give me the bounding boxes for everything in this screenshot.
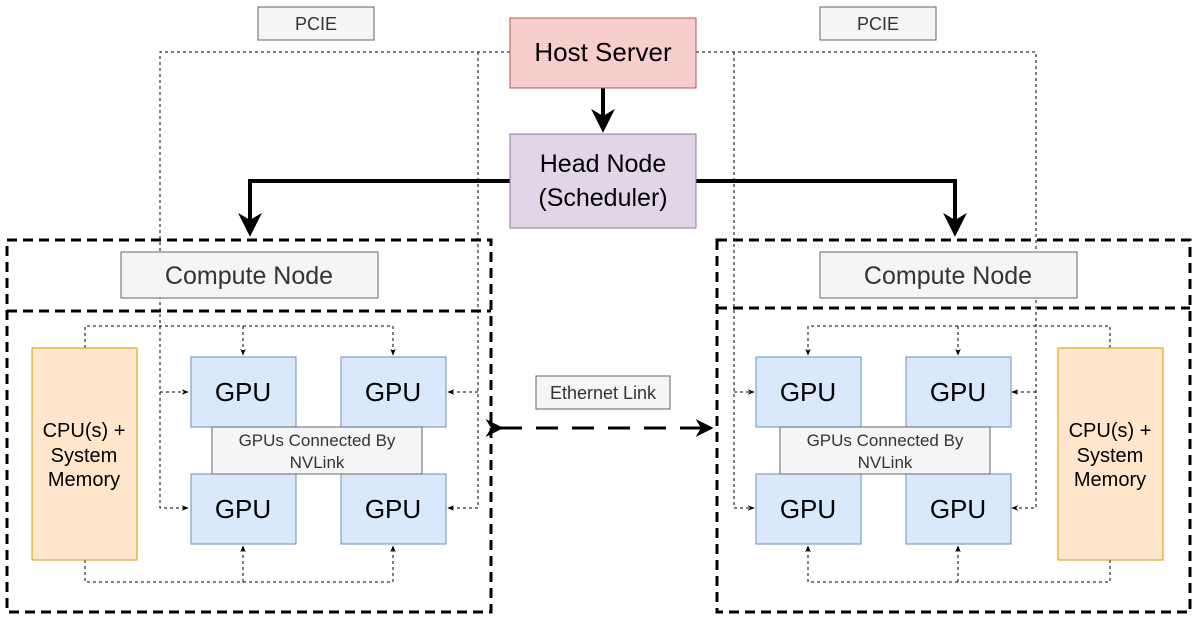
pcie-label-right: PCIE: [819, 6, 937, 41]
svg-text:GPUs Connected By: GPUs Connected By: [807, 431, 964, 450]
nvlink-label-right: GPUs Connected By NVLink: [779, 426, 991, 475]
host-server-box: Host Server: [509, 17, 697, 89]
svg-text:GPU: GPU: [930, 494, 986, 524]
svg-text:GPU: GPU: [780, 494, 836, 524]
head-to-compute-arrows: [238, 179, 967, 237]
svg-text:PCIE: PCIE: [295, 14, 337, 34]
head-node-box: Head Node (Scheduler): [509, 133, 697, 229]
compute-node-label-right: Compute Node: [819, 251, 1078, 299]
svg-text:GPU: GPU: [930, 377, 986, 407]
compute-node-left-container: [5, 238, 493, 614]
pcie-label-left: PCIE: [257, 6, 375, 41]
svg-text:(Scheduler): (Scheduler): [538, 184, 667, 212]
cpu-gpu-connectors-right: [805, 325, 1111, 583]
compute-node-label-left: Compute Node: [120, 251, 379, 299]
cpu-gpu-connectors-left: [84, 325, 396, 583]
svg-text:NVLink: NVLink: [858, 453, 913, 472]
svg-text:PCIE: PCIE: [857, 14, 899, 34]
svg-text:Ethernet Link: Ethernet Link: [550, 383, 657, 403]
gpu-box: GPU: [755, 356, 862, 428]
svg-text:CPU(s) +: CPU(s) +: [1069, 420, 1152, 442]
svg-text:System: System: [51, 445, 118, 467]
gpu-box: GPU: [190, 473, 297, 545]
svg-text:GPU: GPU: [365, 377, 421, 407]
svg-text:GPU: GPU: [780, 377, 836, 407]
svg-text:System: System: [1077, 445, 1144, 467]
compute-node-right-container: [715, 238, 1192, 614]
gpu-box: GPU: [190, 356, 297, 428]
svg-text:GPUs Connected By: GPUs Connected By: [239, 431, 396, 450]
gpu-box: GPU: [340, 356, 447, 428]
gpu-box: GPU: [905, 356, 1012, 428]
svg-text:Compute Node: Compute Node: [165, 262, 333, 290]
gpu-box: GPU: [755, 473, 862, 545]
svg-text:GPU: GPU: [215, 377, 271, 407]
svg-text:Memory: Memory: [48, 469, 120, 491]
svg-text:Compute Node: Compute Node: [864, 262, 1032, 290]
pcie-connectors-right: [696, 51, 1037, 511]
gpu-box: GPU: [905, 473, 1012, 545]
svg-text:Head Node: Head Node: [540, 150, 666, 178]
svg-text:GPU: GPU: [365, 494, 421, 524]
svg-text:GPU: GPU: [215, 494, 271, 524]
svg-text:Host Server: Host Server: [534, 37, 672, 67]
cpu-memory-box-left: CPU(s) + System Memory: [31, 347, 138, 561]
svg-text:CPU(s) +: CPU(s) +: [43, 420, 126, 442]
svg-text:Memory: Memory: [1074, 469, 1146, 491]
ethernet-link-label: Ethernet Link: [535, 375, 671, 410]
svg-text:NVLink: NVLink: [290, 453, 345, 472]
gpu-box: GPU: [340, 473, 447, 545]
nvlink-label-left: GPUs Connected By NVLink: [211, 426, 423, 475]
cpu-memory-box-right: CPU(s) + System Memory: [1057, 347, 1164, 561]
